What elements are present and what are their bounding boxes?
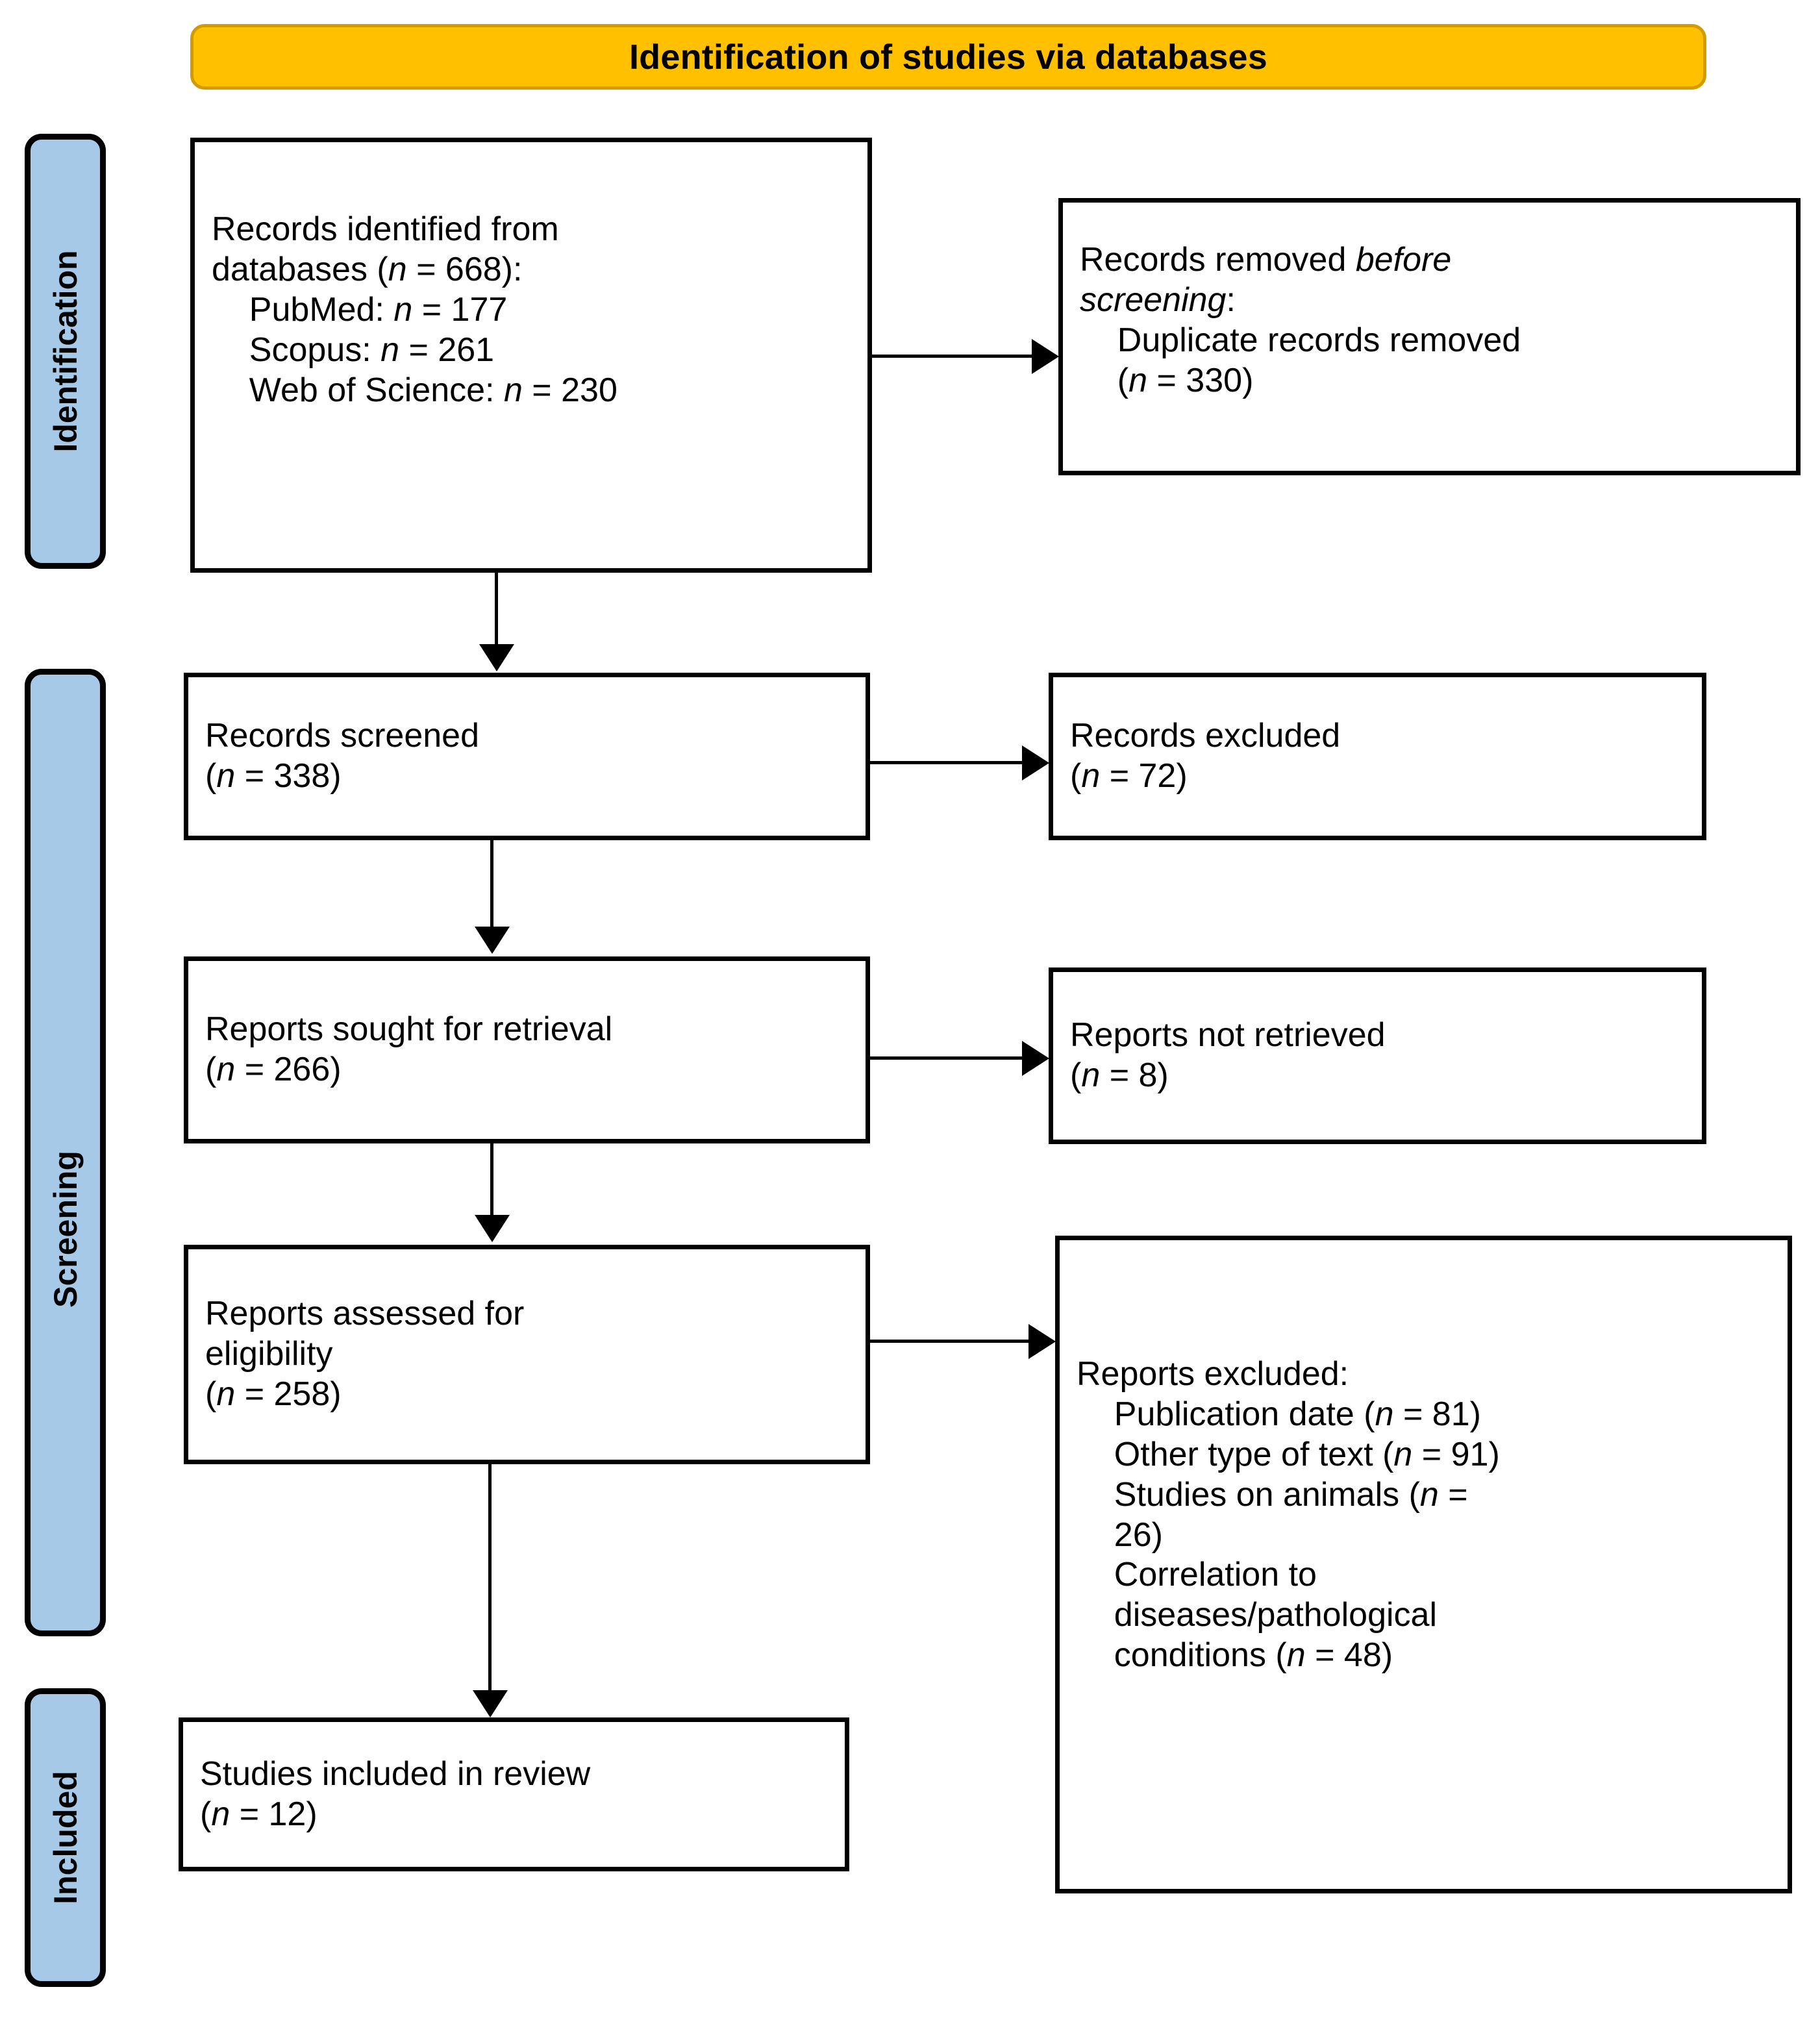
connector-assessed-to-included <box>488 1464 492 1691</box>
records-excluded-box: Records excluded (n = 72) <box>1049 673 1706 840</box>
stage-label-identification-text: Identification <box>47 250 84 453</box>
reports-assessed-text: Reports assessed for eligibility (n = 25… <box>205 1295 525 1413</box>
studies-included-text: Studies included in review (n = 12) <box>200 1754 591 1833</box>
arrowhead-identified-to-screened <box>479 644 514 671</box>
connector-identified-to-screened <box>495 573 498 645</box>
reports-excluded-text: Reports excluded: Publication date (n = … <box>1077 1355 1500 1675</box>
arrowhead-assessed-to-repexcluded <box>1028 1324 1056 1359</box>
stage-label-screening-text: Screening <box>47 1150 84 1308</box>
header-title: Identification of studies via databases <box>629 37 1268 77</box>
records-removed-text: Records removed before screening: Duplic… <box>1080 241 1521 399</box>
records-screened-text: Records screened (n = 338) <box>205 717 479 795</box>
reports-sought-text: Reports sought for retrieval (n = 266) <box>205 1010 613 1088</box>
arrowhead-sought-to-notretrieved <box>1022 1041 1049 1076</box>
arrowhead-screened-to-sought <box>475 927 510 954</box>
connector-assessed-to-repexcluded <box>870 1340 1029 1343</box>
stage-label-screening: Screening <box>25 669 106 1636</box>
connector-screened-to-sought <box>490 840 493 928</box>
reports-not-retrieved-box: Reports not retrieved (n = 8) <box>1049 967 1706 1144</box>
stage-label-included-text: Included <box>47 1771 84 1904</box>
records-identified-text: Records identified from databases (n = 6… <box>212 210 617 409</box>
diagram-header-banner: Identification of studies via databases <box>190 24 1706 90</box>
stage-label-identification: Identification <box>25 134 106 569</box>
reports-sought-box: Reports sought for retrieval (n = 266) <box>184 956 870 1143</box>
records-screened-box: Records screened (n = 338) <box>184 673 870 840</box>
reports-assessed-box: Reports assessed for eligibility (n = 25… <box>184 1245 870 1464</box>
arrowhead-assessed-to-included <box>473 1690 508 1717</box>
arrowhead-screened-to-excluded <box>1022 745 1049 780</box>
connector-sought-to-assessed <box>490 1143 493 1216</box>
reports-excluded-box: Reports excluded: Publication date (n = … <box>1055 1236 1792 1893</box>
studies-included-box: Studies included in review (n = 12) <box>179 1717 849 1871</box>
records-removed-box: Records removed before screening: Duplic… <box>1058 198 1801 475</box>
arrowhead-identified-to-removed <box>1032 339 1059 374</box>
connector-identified-to-removed <box>872 355 1032 358</box>
arrowhead-sought-to-assessed <box>475 1215 510 1242</box>
connector-sought-to-notretrieved <box>870 1056 1023 1060</box>
records-excluded-text: Records excluded (n = 72) <box>1070 717 1341 795</box>
connector-screened-to-excluded <box>870 761 1023 764</box>
stage-label-included: Included <box>25 1688 106 1987</box>
records-identified-box: Records identified from databases (n = 6… <box>190 138 872 573</box>
reports-not-retrieved-text: Reports not retrieved (n = 8) <box>1070 1016 1386 1094</box>
